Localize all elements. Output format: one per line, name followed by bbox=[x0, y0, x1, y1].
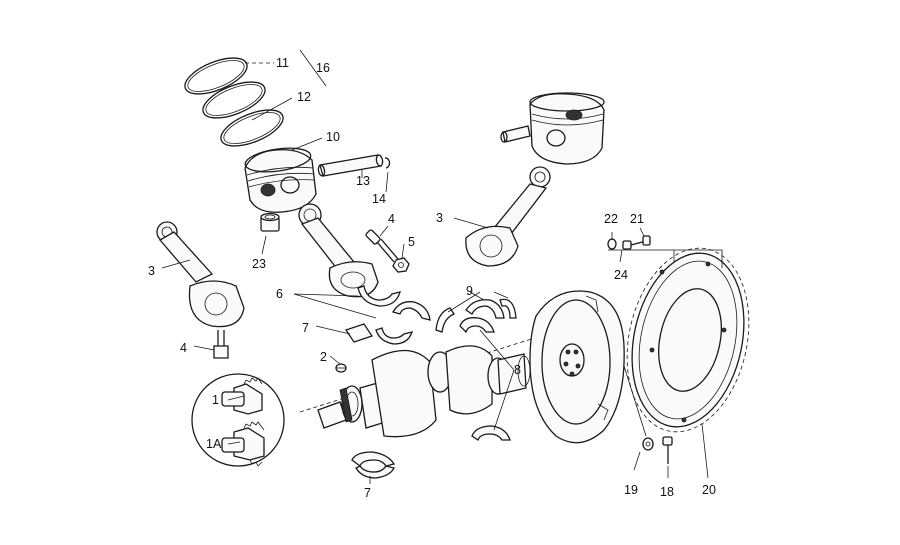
label-8: 8 bbox=[514, 363, 521, 377]
piston-rings bbox=[184, 57, 284, 147]
label-9: 9 bbox=[466, 284, 473, 298]
label-21: 21 bbox=[630, 212, 644, 226]
label-11: 11 bbox=[276, 56, 289, 70]
small-end-bushing bbox=[260, 212, 280, 232]
flywheel-fasteners bbox=[607, 235, 673, 464]
timing-gear-inset bbox=[191, 373, 285, 467]
leader-lines bbox=[161, 49, 723, 484]
rod-bolt-lower bbox=[213, 330, 229, 359]
rod-bolt-upper bbox=[365, 229, 399, 263]
ring-gear bbox=[626, 247, 750, 433]
label-1a: 1A bbox=[206, 437, 222, 451]
piston-pin bbox=[317, 154, 384, 177]
piston-right bbox=[500, 92, 605, 165]
label-20: 20 bbox=[702, 483, 716, 497]
label-3-left: 3 bbox=[148, 264, 155, 278]
label-16: 16 bbox=[316, 61, 330, 75]
label-7-upper: 7 bbox=[302, 321, 309, 335]
woodruff-key bbox=[335, 363, 347, 373]
connecting-rod-center bbox=[298, 203, 379, 298]
label-4-lower: 4 bbox=[180, 341, 187, 355]
label-14: 14 bbox=[372, 192, 386, 206]
flywheel bbox=[529, 290, 647, 444]
label-10: 10 bbox=[326, 130, 340, 144]
connecting-rod-right bbox=[465, 166, 551, 267]
label-1: 1 bbox=[212, 393, 219, 407]
label-5: 5 bbox=[408, 235, 415, 249]
label-13: 13 bbox=[356, 174, 370, 188]
label-6: 6 bbox=[276, 287, 283, 301]
label-22: 22 bbox=[604, 212, 618, 226]
big-end-bearings bbox=[344, 285, 431, 345]
label-23: 23 bbox=[252, 257, 266, 271]
label-3-right: 3 bbox=[436, 211, 443, 225]
part-labels: 11 16 12 10 13 14 4 5 23 3 3 6 7 2 4 1 1… bbox=[148, 56, 716, 500]
piston-left bbox=[244, 147, 317, 213]
rod-nut bbox=[392, 257, 410, 273]
connecting-rod-left bbox=[156, 221, 245, 328]
circlip bbox=[384, 157, 391, 169]
label-7-lower: 7 bbox=[364, 486, 371, 500]
label-19: 19 bbox=[624, 483, 638, 497]
label-2: 2 bbox=[320, 350, 327, 364]
main-bearings bbox=[435, 298, 517, 442]
bearing-shell-lower bbox=[351, 451, 396, 479]
label-18: 18 bbox=[660, 485, 674, 499]
label-24: 24 bbox=[614, 268, 628, 282]
label-12: 12 bbox=[297, 90, 311, 104]
crankshaft bbox=[299, 329, 561, 438]
label-4-upper: 4 bbox=[388, 212, 395, 226]
